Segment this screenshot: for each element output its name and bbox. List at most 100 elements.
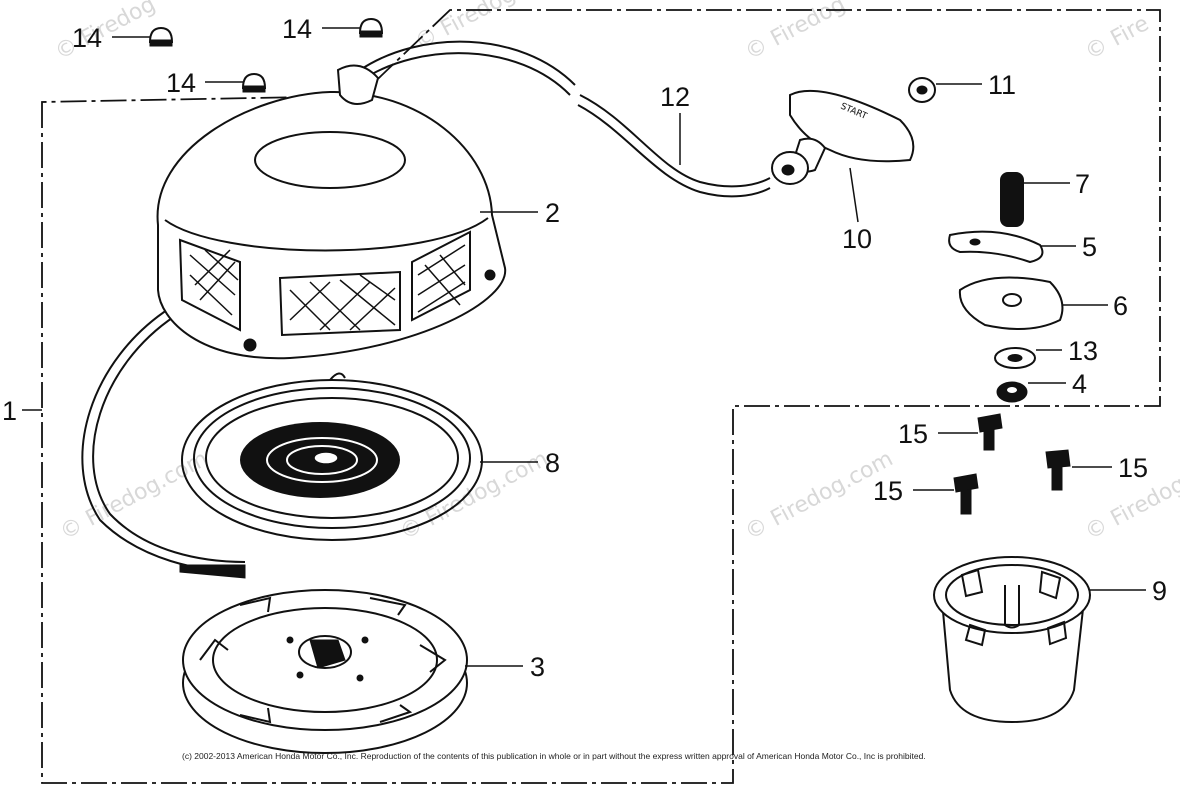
- rope-end: [179, 564, 246, 579]
- ratchet-part-5: 5: [948, 230, 1097, 264]
- spring-coil-gap: [286, 445, 358, 475]
- vent-mesh: [189, 249, 239, 316]
- starter-grip-part-10: START 10: [771, 89, 915, 254]
- watermark-text: © Firedog.com: [396, 446, 552, 545]
- watermark-text: © Firedog.com: [411, 0, 567, 55]
- callout-3: 3: [530, 652, 545, 682]
- watermark-text: © Firedog: [51, 0, 160, 65]
- vent-mesh: [289, 274, 396, 331]
- pulley-hole: [296, 671, 304, 679]
- rope-upper-inner: [361, 52, 571, 96]
- pulley-hole: [286, 636, 294, 644]
- bolt-shank: [960, 489, 972, 515]
- callout-13: 13: [1068, 336, 1098, 366]
- callout-12: 12: [660, 82, 690, 112]
- pulley-hole: [361, 636, 369, 644]
- cup-tab: [1038, 570, 1062, 600]
- ratchet-spring: [1000, 172, 1024, 227]
- cap-nut-base: [359, 30, 383, 38]
- nut-part-14: 14 14 14: [72, 14, 384, 98]
- bolt-head: [1045, 449, 1071, 469]
- starter-case-part-2: 2: [156, 64, 560, 360]
- cup-rim: [933, 556, 1091, 634]
- callout-15: 15: [873, 476, 903, 506]
- spring-ring: [205, 397, 459, 519]
- callout-14: 14: [72, 23, 102, 53]
- pulley-slots: [199, 596, 447, 724]
- bolt-shank: [983, 429, 995, 451]
- callout-11: 11: [988, 70, 1016, 100]
- cap-nut-shape: [148, 26, 174, 43]
- copyright-notice: (c) 2002-2013 American Honda Motor Co., …: [182, 751, 926, 761]
- cup-inner-rim: [945, 564, 1079, 626]
- leader-line-10: [849, 167, 859, 223]
- cup-tab: [964, 623, 987, 647]
- washer-hole: [1007, 354, 1023, 362]
- callout-5: 5: [1082, 232, 1097, 262]
- spring-ring: [193, 387, 471, 529]
- knot-cap-hole: [916, 85, 928, 95]
- cap-nut-base: [242, 85, 266, 93]
- spring-coil-gap: [266, 437, 378, 483]
- nut-hole: [1007, 387, 1017, 393]
- washer-part-13: 13: [994, 336, 1098, 369]
- mounting-hole: [243, 338, 257, 352]
- starter-pulley-part-3: 3: [182, 589, 545, 754]
- starter-rope-part-12: 12: [81, 40, 771, 579]
- cup-tab: [1046, 620, 1068, 646]
- bolt-shank: [1051, 465, 1063, 491]
- cup-tab: [960, 568, 984, 598]
- vent-mesh: [417, 244, 466, 313]
- callout-9: 9: [1152, 576, 1167, 606]
- rope-middle-inner: [577, 104, 771, 198]
- callout-14: 14: [166, 68, 196, 98]
- rope-middle: [579, 94, 771, 188]
- bolt-head: [953, 473, 979, 493]
- vent-window: [411, 230, 471, 322]
- case-rim: [164, 217, 489, 252]
- bolt-part-15: 15 15 15: [873, 413, 1148, 515]
- callout-15: 15: [1118, 453, 1148, 483]
- ratchet-pawl: [948, 230, 1044, 264]
- friction-plate-part-6: 6: [958, 276, 1128, 330]
- recoil-spring-part-8: 8: [181, 372, 560, 541]
- spring-center: [313, 451, 339, 465]
- nut-part-4: 4: [996, 369, 1087, 403]
- callout-14: 14: [282, 14, 312, 44]
- grip-hole: [781, 164, 795, 176]
- callout-7: 7: [1075, 169, 1090, 199]
- callout-6: 6: [1113, 291, 1128, 321]
- case-top-dome: [254, 131, 406, 189]
- callout-2: 2: [545, 198, 560, 228]
- ratchet-hole: [969, 238, 981, 246]
- friction-plate: [958, 276, 1064, 330]
- rope-upper: [359, 40, 576, 86]
- pulley-inner-ring: [212, 607, 438, 713]
- watermark-text: © Fire: [1081, 11, 1153, 65]
- pulley-hub-cam: [309, 639, 346, 669]
- bolt-head: [977, 413, 1003, 433]
- pulley-hole: [356, 674, 364, 682]
- friction-plate-hole: [1002, 293, 1022, 307]
- spring-hook: [329, 372, 346, 381]
- callout-1: 1: [2, 396, 17, 426]
- callout-4: 4: [1072, 369, 1087, 399]
- vent-window: [278, 270, 401, 337]
- assembly-boundary: [41, 9, 1161, 784]
- spring-outer-ring: [181, 379, 483, 541]
- vent-window: [178, 238, 241, 332]
- rope-lower-inner: [92, 315, 246, 563]
- callout-8: 8: [545, 448, 560, 478]
- case-housing: [156, 90, 507, 360]
- rope-guide: [336, 64, 380, 105]
- knot-cap-part-11: 11: [908, 70, 1016, 103]
- watermark-text: © Firedog.com: [56, 446, 212, 545]
- callout-10: 10: [842, 224, 872, 254]
- mounting-hole: [484, 269, 496, 281]
- callout-15: 15: [898, 419, 928, 449]
- cap-nut-base: [149, 39, 173, 47]
- cap-nut-shape: [241, 72, 267, 89]
- cap-nut-shape: [358, 17, 384, 34]
- case-vent-grille: [178, 230, 471, 337]
